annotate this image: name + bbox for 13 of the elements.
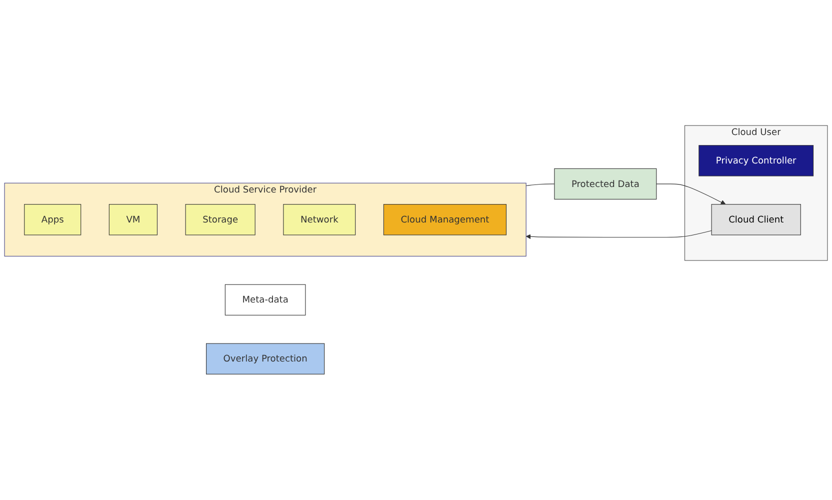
arrow bbox=[526, 230, 712, 240]
node-box: Network bbox=[283, 204, 356, 236]
node-box: Cloud Management bbox=[383, 204, 507, 236]
node-box: Protected Data bbox=[554, 168, 657, 200]
node-box: Meta-data bbox=[224, 284, 306, 316]
node-box: Overlay Protection bbox=[206, 343, 325, 375]
node-box: Cloud Client bbox=[711, 204, 801, 236]
connector bbox=[526, 184, 555, 186]
node-box: Apps bbox=[24, 204, 82, 236]
node-box: VM bbox=[108, 204, 158, 236]
node-box: Privacy Controller bbox=[698, 145, 814, 176]
node-box: Storage bbox=[185, 204, 256, 236]
arrow bbox=[656, 184, 726, 205]
